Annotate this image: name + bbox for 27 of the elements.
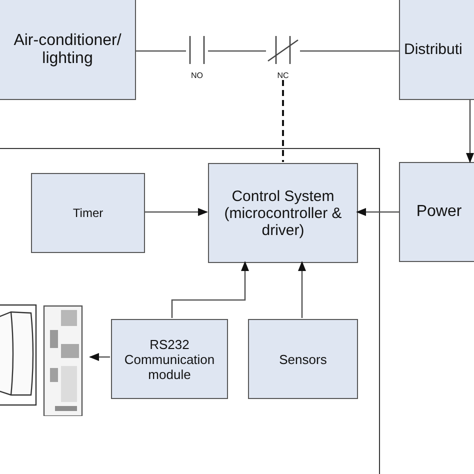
arrow bbox=[144, 208, 208, 216]
box-label: Power bbox=[415, 202, 463, 222]
contact-label: NO bbox=[190, 71, 204, 80]
arrow bbox=[89, 353, 110, 361]
arrow bbox=[466, 100, 474, 163]
box-label: Control System (microcontroller & driver) bbox=[223, 186, 343, 240]
arrow bbox=[298, 261, 306, 318]
box-label: RS232 Communication module bbox=[123, 336, 216, 384]
system-boundary bbox=[0, 148, 380, 474]
arrow bbox=[171, 261, 249, 318]
box-label: Timer bbox=[72, 205, 104, 222]
wire bbox=[208, 50, 266, 52]
box-label: Sensors bbox=[278, 350, 328, 368]
process-box bbox=[399, 0, 474, 100]
process-box bbox=[248, 319, 358, 399]
process-box bbox=[111, 319, 228, 399]
box-label: Air-conditioner/ lighting bbox=[12, 30, 122, 68]
wire bbox=[136, 50, 186, 52]
dashed-line bbox=[282, 80, 284, 162]
process-box bbox=[31, 173, 145, 253]
box-label: Distributi bbox=[403, 40, 464, 60]
process-box bbox=[0, 0, 136, 100]
process-box bbox=[399, 162, 474, 262]
wire bbox=[300, 50, 399, 52]
contact-label: NC bbox=[276, 71, 290, 80]
arrow bbox=[356, 208, 399, 216]
process-box bbox=[208, 163, 358, 263]
